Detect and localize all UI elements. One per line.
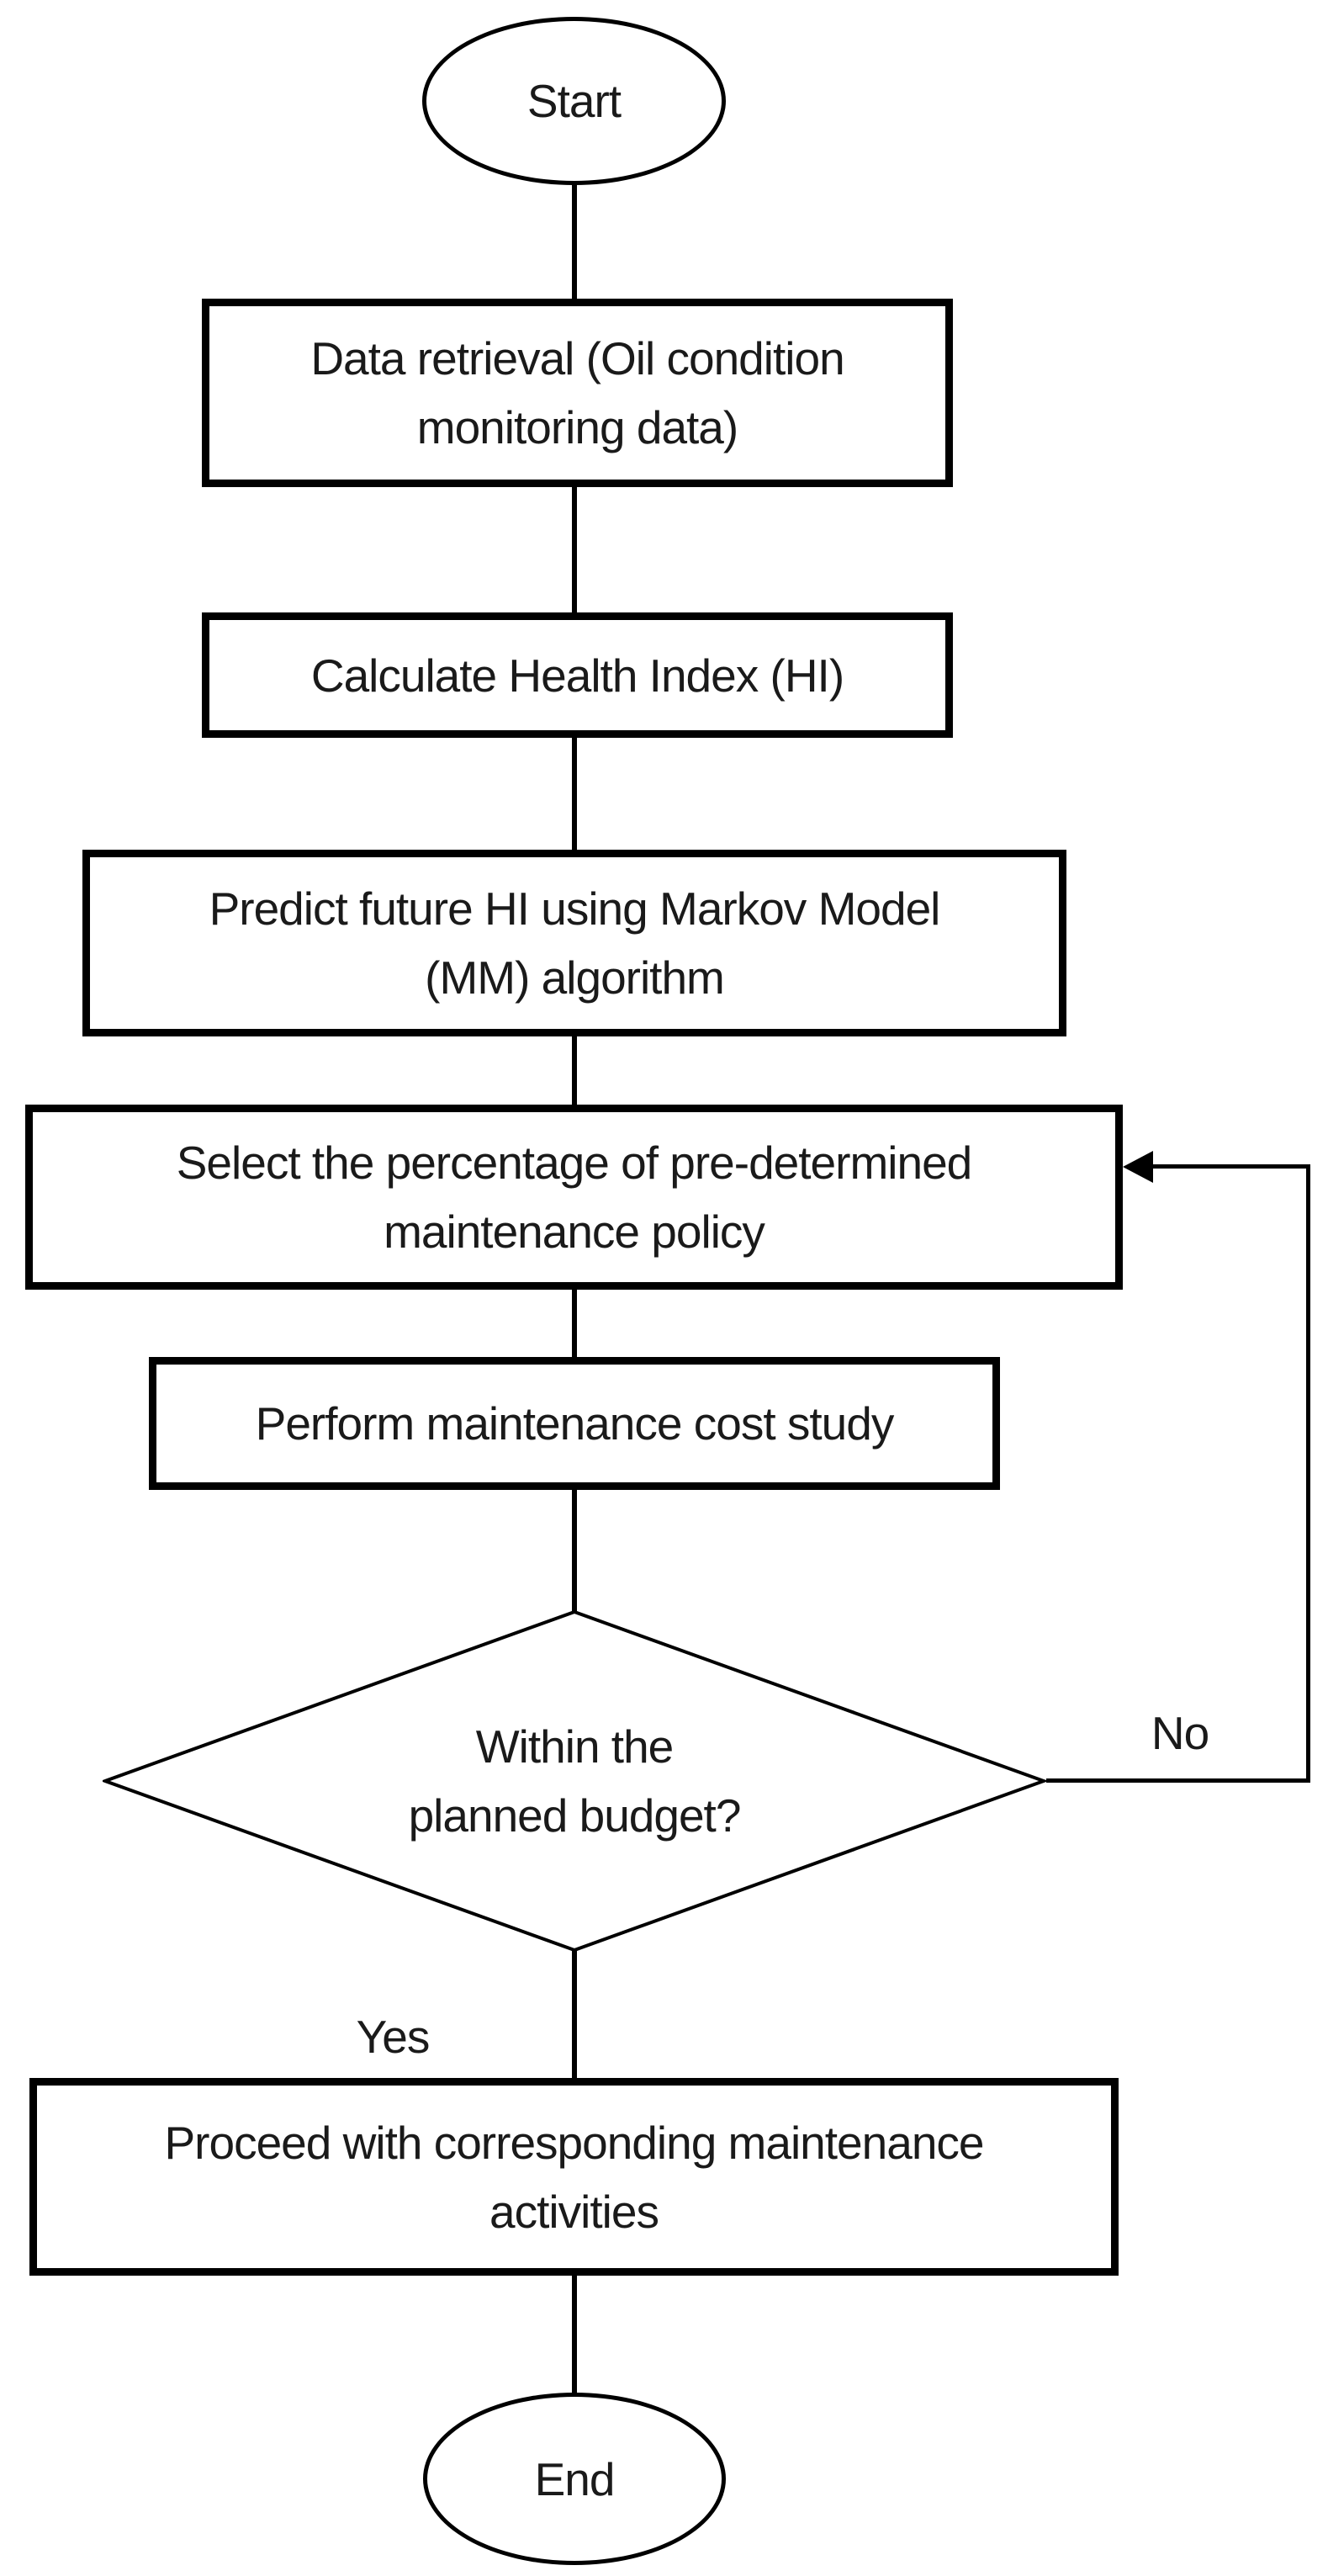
connector-proceed-to-end [572,2274,577,2394]
decision-diamond-shape [103,1609,1046,1953]
edge-label-yes: Yes [356,2011,431,2063]
connector-calculate-to-predict [572,736,577,851]
node-cost-study: Perform maintenance cost study [149,1357,1000,1490]
node-cost-study-label: Perform maintenance cost study [255,1397,895,1450]
node-budget-decision-line-2: planned budget? [408,1789,742,1842]
node-predict-hi-line-1: Predict future HI using Markov Model [209,883,941,935]
node-calculate-hi: Calculate Health Index (HI) [202,612,953,738]
connector-cost-study-to-decision [572,1488,577,1611]
node-data-retrieval-line-1: Data retrieval (Oil condition [310,332,844,384]
connector-data-retrieval-to-calculate [572,485,577,614]
node-select-policy: Select the percentage of pre-determined … [25,1105,1123,1290]
node-proceed-line-2: activities [489,2185,659,2238]
no-loop-top-segment [1145,1164,1310,1169]
node-budget-decision: Within the planned budget? [103,1609,1046,1953]
node-predict-hi-line-2: (MM) algorithm [425,951,725,1004]
connector-select-to-cost-study [572,1288,577,1359]
no-loop-arrowhead-icon [1123,1151,1153,1183]
node-select-policy-line-2: maintenance policy [384,1206,765,1258]
node-predict-hi: Predict future HI using Markov Model (MM… [82,850,1066,1036]
node-proceed-line-1: Proceed with corresponding maintenance [164,2116,985,2169]
node-select-policy-line-1: Select the percentage of pre-determined [176,1137,972,1189]
connector-predict-to-select [572,1035,577,1106]
node-data-retrieval-line-2: monitoring data) [416,401,738,453]
node-proceed: Proceed with corresponding maintenance a… [29,2078,1119,2276]
edge-label-no: No [1151,1707,1209,1759]
node-start-label: Start [526,75,622,127]
node-end: End [423,2393,726,2565]
node-data-retrieval: Data retrieval (Oil condition monitoring… [202,299,953,487]
node-budget-decision-line-1: Within the [475,1720,675,1773]
connector-decision-to-proceed [572,1951,577,2080]
node-end-label: End [534,2452,616,2505]
node-calculate-hi-label: Calculate Health Index (HI) [310,649,844,702]
connector-start-to-data-retrieval [572,182,577,300]
no-loop-bottom-segment [1046,1778,1310,1783]
node-start: Start [422,17,726,185]
node-budget-decision-text: Within the planned budget? [408,1712,742,1850]
no-loop-vertical-segment [1306,1164,1310,1783]
